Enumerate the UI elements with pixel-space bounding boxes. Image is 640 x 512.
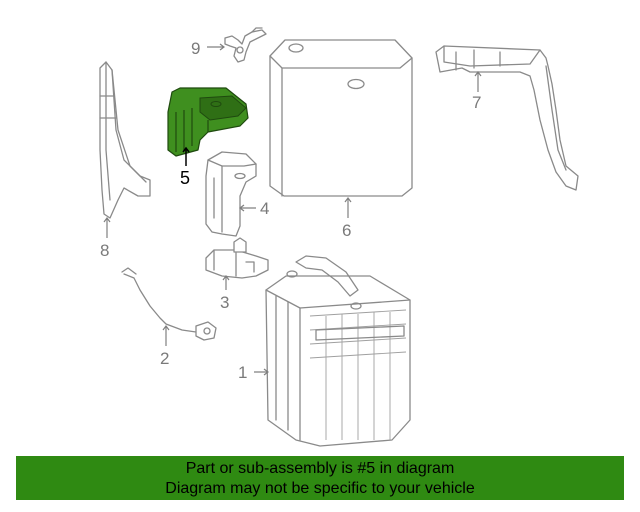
part-9-clamp [224,27,267,63]
callout-7: 7 [472,93,481,112]
banner-line-2: Diagram may not be specific to your vehi… [165,480,475,497]
info-banner: Part or sub-assembly is #5 in diagram Di… [16,456,624,500]
part-1-battery [265,255,411,447]
callout-1: 1 [238,363,247,382]
part-2-cable [121,267,217,341]
banner-line-1: Part or sub-assembly is #5 in diagram [185,460,455,477]
part-3-terminal [205,237,269,279]
callout-2: 2 [160,349,169,368]
callout-4: 4 [260,199,269,218]
callout-9: 9 [191,39,200,58]
part-8-side-bracket [99,61,151,219]
callout-5: 5 [180,168,190,188]
part-7-hold-down-bracket [435,45,579,191]
leader-lines [103,43,482,376]
callout-6: 6 [342,221,351,240]
part-6-battery-cover [269,39,413,197]
callout-8: 8 [100,241,109,260]
callout-3: 3 [220,293,229,312]
part-5-terminal-cover [167,87,249,157]
part-4-terminal-bracket [205,151,257,237]
parts-diagram: 9 7 8 5 4 6 3 2 1 [99,27,579,447]
